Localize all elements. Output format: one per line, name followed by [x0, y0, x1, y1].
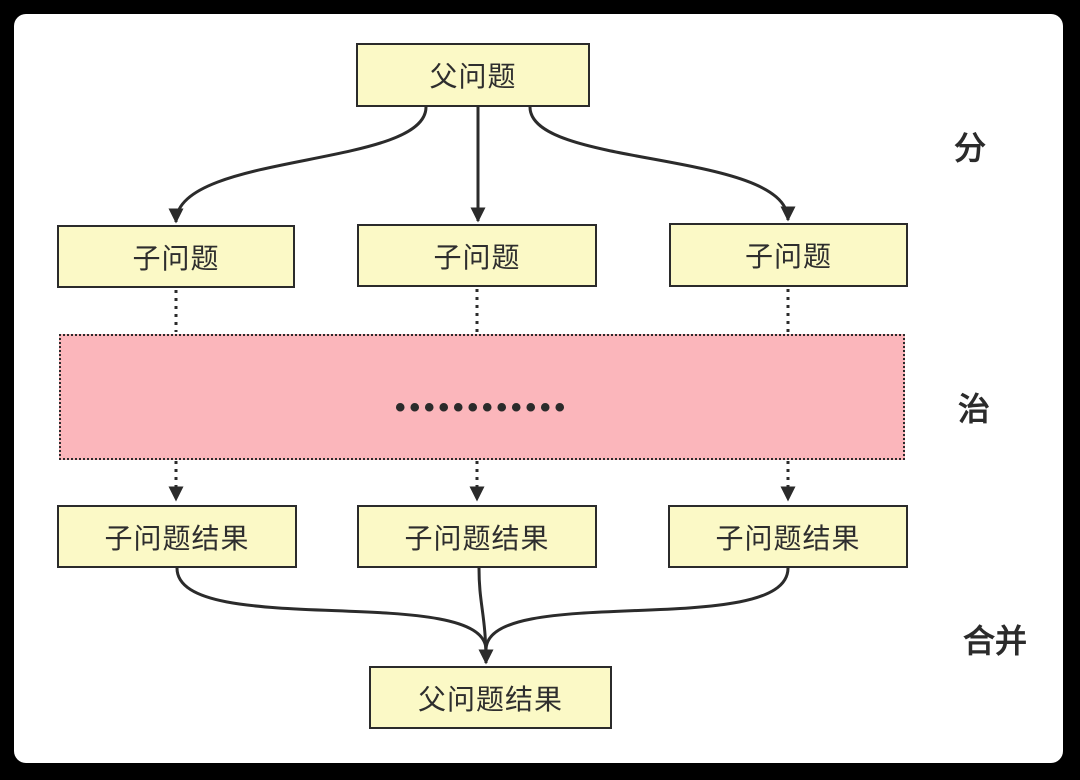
phase-label-conquer: 治: [957, 391, 991, 427]
node-sub-problem-2: 子问题: [357, 224, 597, 287]
phase-label-merge: 合并: [962, 623, 1028, 659]
node-sub-result-2: 子问题结果: [357, 505, 597, 568]
node-sub-result-3: 子问题结果: [668, 505, 908, 568]
node-parent-result: 父问题结果: [369, 666, 612, 729]
node-sub-problem-3: 子问题: [669, 223, 908, 287]
phase-label-divide: 分: [953, 130, 987, 166]
node-sub-problem-1: 子问题: [57, 225, 295, 288]
node-sub-result-1: 子问题结果: [57, 505, 297, 568]
conquer-ellipsis: ••••••••••••: [394, 391, 570, 424]
node-parent-problem: 父问题: [356, 43, 590, 107]
conquer-band: [59, 334, 905, 460]
